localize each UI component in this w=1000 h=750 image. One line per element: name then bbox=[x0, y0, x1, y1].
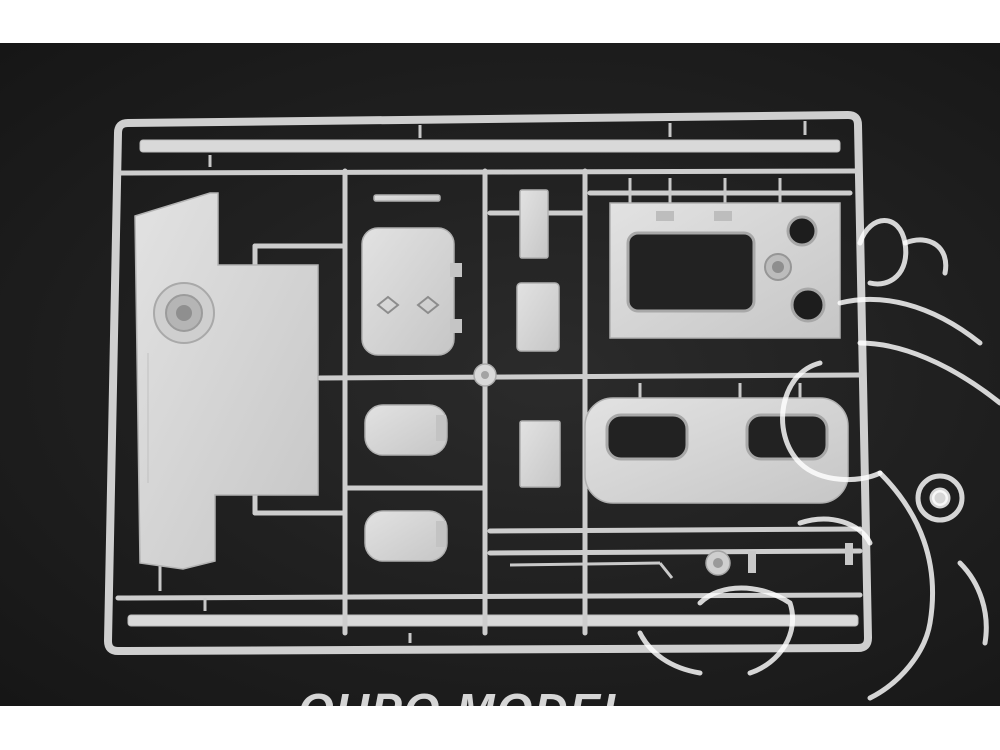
sprue-illustration bbox=[104, 111, 1000, 701]
hatch-part bbox=[361, 227, 462, 356]
watermark-text: OUPO MODEL bbox=[298, 683, 632, 706]
roof-plate-part bbox=[609, 202, 841, 339]
vision-plate-part bbox=[584, 397, 849, 504]
small-detail-parts bbox=[509, 543, 853, 579]
sprue-hub bbox=[473, 363, 497, 387]
product-photo: OUPO MODEL bbox=[0, 43, 1000, 706]
hull-plate-part bbox=[134, 192, 319, 570]
small-block-parts bbox=[373, 189, 561, 488]
small-hatch-part bbox=[364, 404, 448, 562]
sprue-gates bbox=[158, 121, 807, 643]
watermark-mascot-logo bbox=[637, 218, 1000, 701]
sprue-frame bbox=[104, 111, 872, 655]
sprue-rails bbox=[127, 139, 859, 627]
